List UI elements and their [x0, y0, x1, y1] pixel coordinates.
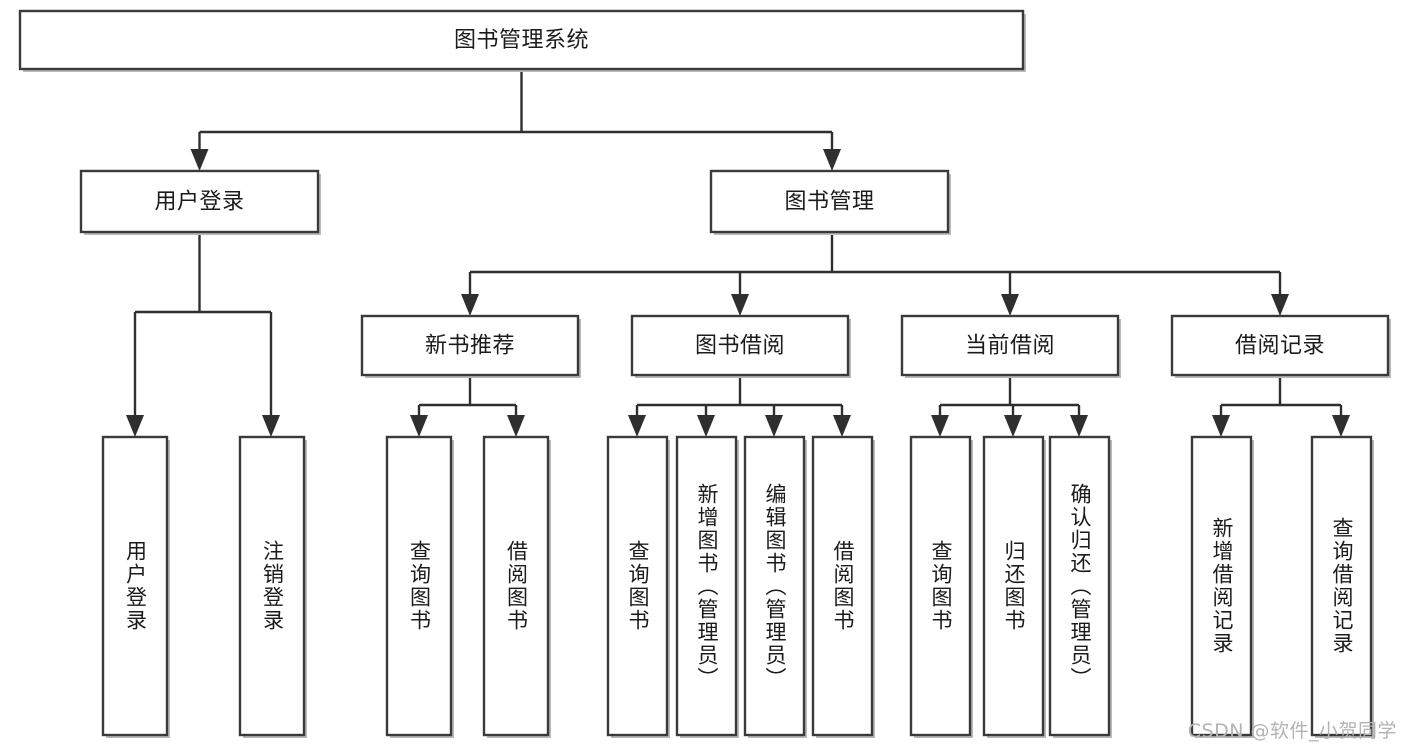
- leaf-node-leaf-query-book-borrow[interactable]: [606, 435, 670, 738]
- node-box: [709, 169, 950, 234]
- node-box: [1190, 435, 1253, 737]
- arrow-head-icon: [1212, 415, 1230, 437]
- node-box: [606, 435, 669, 737]
- leaf-node-leaf-confirm-return-admin[interactable]: [1048, 435, 1112, 738]
- leaf-node-leaf-add-borrow-record[interactable]: [1190, 435, 1254, 738]
- node-label: 新书推荐: [425, 334, 515, 359]
- node-box: [101, 435, 169, 737]
- level3-node-current-borrow[interactable]: 当前借阅: [900, 314, 1121, 378]
- node-box: [675, 435, 738, 737]
- node-box: [900, 314, 1120, 377]
- node-box: [79, 169, 320, 234]
- leaf-node-leaf-return-book[interactable]: [982, 435, 1046, 738]
- node-label: 用户登录: [154, 190, 244, 215]
- arrow-head-icon: [1332, 415, 1350, 437]
- leaf-node-leaf-query-borrow-record[interactable]: [1310, 435, 1374, 738]
- leaf-node-leaf-query-book-rec[interactable]: [385, 435, 454, 738]
- node-box: [811, 435, 874, 737]
- level2-node-book-management[interactable]: 图书管理: [709, 169, 951, 235]
- arrow-head-icon: [833, 415, 851, 437]
- leaf-node-leaf-query-book-current[interactable]: [909, 435, 973, 738]
- leaf-node-leaf-add-book-admin[interactable]: [675, 435, 739, 738]
- node-box: [1048, 435, 1111, 737]
- level2-node-user-login[interactable]: 用户登录: [79, 169, 321, 235]
- arrow-head-icon: [1070, 415, 1088, 437]
- leaf-node-leaf-logout[interactable]: [238, 435, 307, 738]
- arrow-head-icon: [823, 149, 841, 171]
- node-label: 图书管理: [784, 190, 874, 215]
- level3-node-borrow-record[interactable]: 借阅记录: [1170, 314, 1391, 378]
- node-box: [18, 9, 1025, 71]
- arrow-head-icon: [190, 149, 209, 171]
- node-box: [909, 435, 972, 737]
- arrow-head-icon: [507, 415, 525, 437]
- node-box: [360, 314, 580, 377]
- node-label: 图书管理系统: [454, 28, 589, 53]
- arrow-head-icon: [126, 415, 144, 437]
- level3-node-new-book-recommend[interactable]: 新书推荐: [360, 314, 581, 378]
- connectors-layer: [126, 69, 1350, 437]
- leaf-node-leaf-edit-book-admin[interactable]: [743, 435, 807, 738]
- arrow-head-icon: [1271, 294, 1289, 316]
- leaf-node-leaf-user-login[interactable]: [101, 435, 170, 738]
- arrow-head-icon: [1004, 415, 1022, 437]
- node-box: [982, 435, 1045, 737]
- node-box: [1170, 314, 1390, 377]
- level3-node-book-borrow[interactable]: 图书借阅: [630, 314, 851, 378]
- arrow-head-icon: [410, 415, 428, 437]
- arrow-head-icon: [697, 415, 715, 437]
- root-node-root[interactable]: 图书管理系统: [18, 9, 1026, 72]
- arrow-head-icon: [931, 415, 949, 437]
- node-box: [482, 435, 550, 737]
- node-box: [385, 435, 453, 737]
- arrow-head-icon: [628, 415, 646, 437]
- node-label: 图书借阅: [695, 334, 785, 359]
- node-box: [1310, 435, 1373, 737]
- node-label: 当前借阅: [965, 334, 1055, 359]
- arrow-head-icon: [765, 415, 783, 437]
- node-label: 借阅记录: [1235, 334, 1325, 359]
- node-box: [238, 435, 306, 737]
- watermark-text: CSDN @软件_小贺同学: [1187, 720, 1397, 742]
- node-box: [630, 314, 850, 377]
- arrow-head-icon: [461, 294, 479, 316]
- leaf-node-leaf-borrow-book-rec[interactable]: [482, 435, 551, 738]
- node-box: [743, 435, 806, 737]
- leaf-node-leaf-borrow-book[interactable]: [811, 435, 875, 738]
- arrow-head-icon: [731, 294, 749, 316]
- arrow-head-icon: [262, 415, 280, 437]
- arrow-head-icon: [1001, 294, 1019, 316]
